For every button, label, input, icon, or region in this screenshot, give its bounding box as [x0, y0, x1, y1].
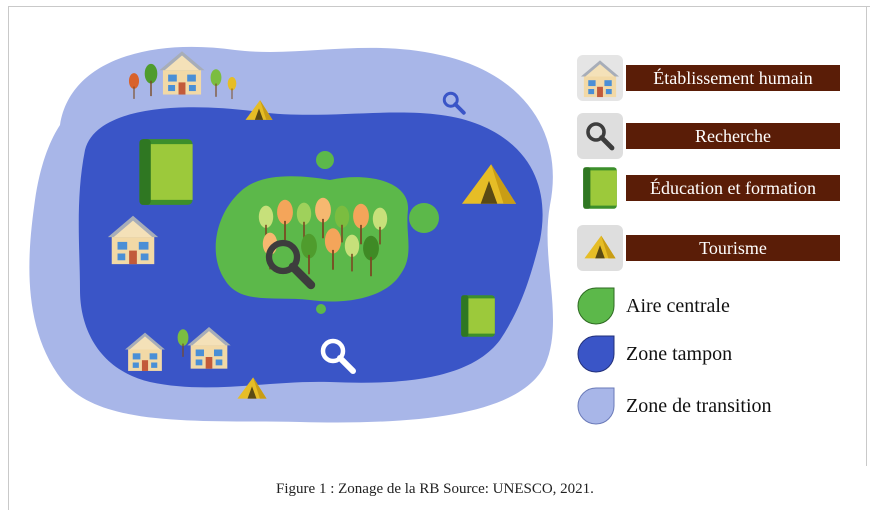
book-icon	[139, 139, 193, 205]
house-icon	[577, 55, 623, 101]
legend-item-human-settlement: Établissement humain	[576, 54, 840, 102]
legend: Établissement humain Recherche Éducation…	[576, 40, 846, 430]
legend-zone-transition: Zone de transition	[576, 386, 772, 426]
book-icon	[461, 295, 495, 337]
zone-label: Zone tampon	[626, 342, 733, 365]
legend-item-research: Recherche	[576, 112, 840, 160]
legend-item-education: Éducation et formation	[576, 164, 840, 212]
legend-zone-buffer: Zone tampon	[576, 334, 732, 374]
frame-left-border	[8, 6, 9, 510]
figure-caption: Figure 1 : Zonage de la RB Source: UNESC…	[276, 481, 594, 497]
buffer-swatch-icon	[577, 335, 615, 373]
core-dot	[409, 203, 439, 233]
core-swatch-icon	[577, 287, 615, 325]
tent-icon	[577, 225, 623, 271]
book-icon	[583, 167, 617, 209]
legend-label-bar: Éducation et formation	[626, 175, 840, 201]
legend-label-bar: Recherche	[626, 123, 840, 149]
legend-label-bar: Tourisme	[626, 235, 840, 261]
zone-label: Aire centrale	[626, 294, 730, 317]
legend-label-bar: Établissement humain	[626, 65, 840, 91]
frame-top-border	[8, 6, 870, 7]
zone-label: Zone de transition	[626, 394, 772, 417]
transition-swatch-icon	[577, 387, 615, 425]
magnifier-icon	[577, 113, 623, 159]
core-dot	[316, 304, 326, 314]
core-dot	[316, 151, 334, 169]
frame-right-border	[866, 6, 867, 466]
legend-zone-core: Aire centrale	[576, 286, 730, 326]
legend-item-tourism: Tourisme	[576, 224, 840, 272]
biosphere-zoning-map	[29, 46, 554, 423]
